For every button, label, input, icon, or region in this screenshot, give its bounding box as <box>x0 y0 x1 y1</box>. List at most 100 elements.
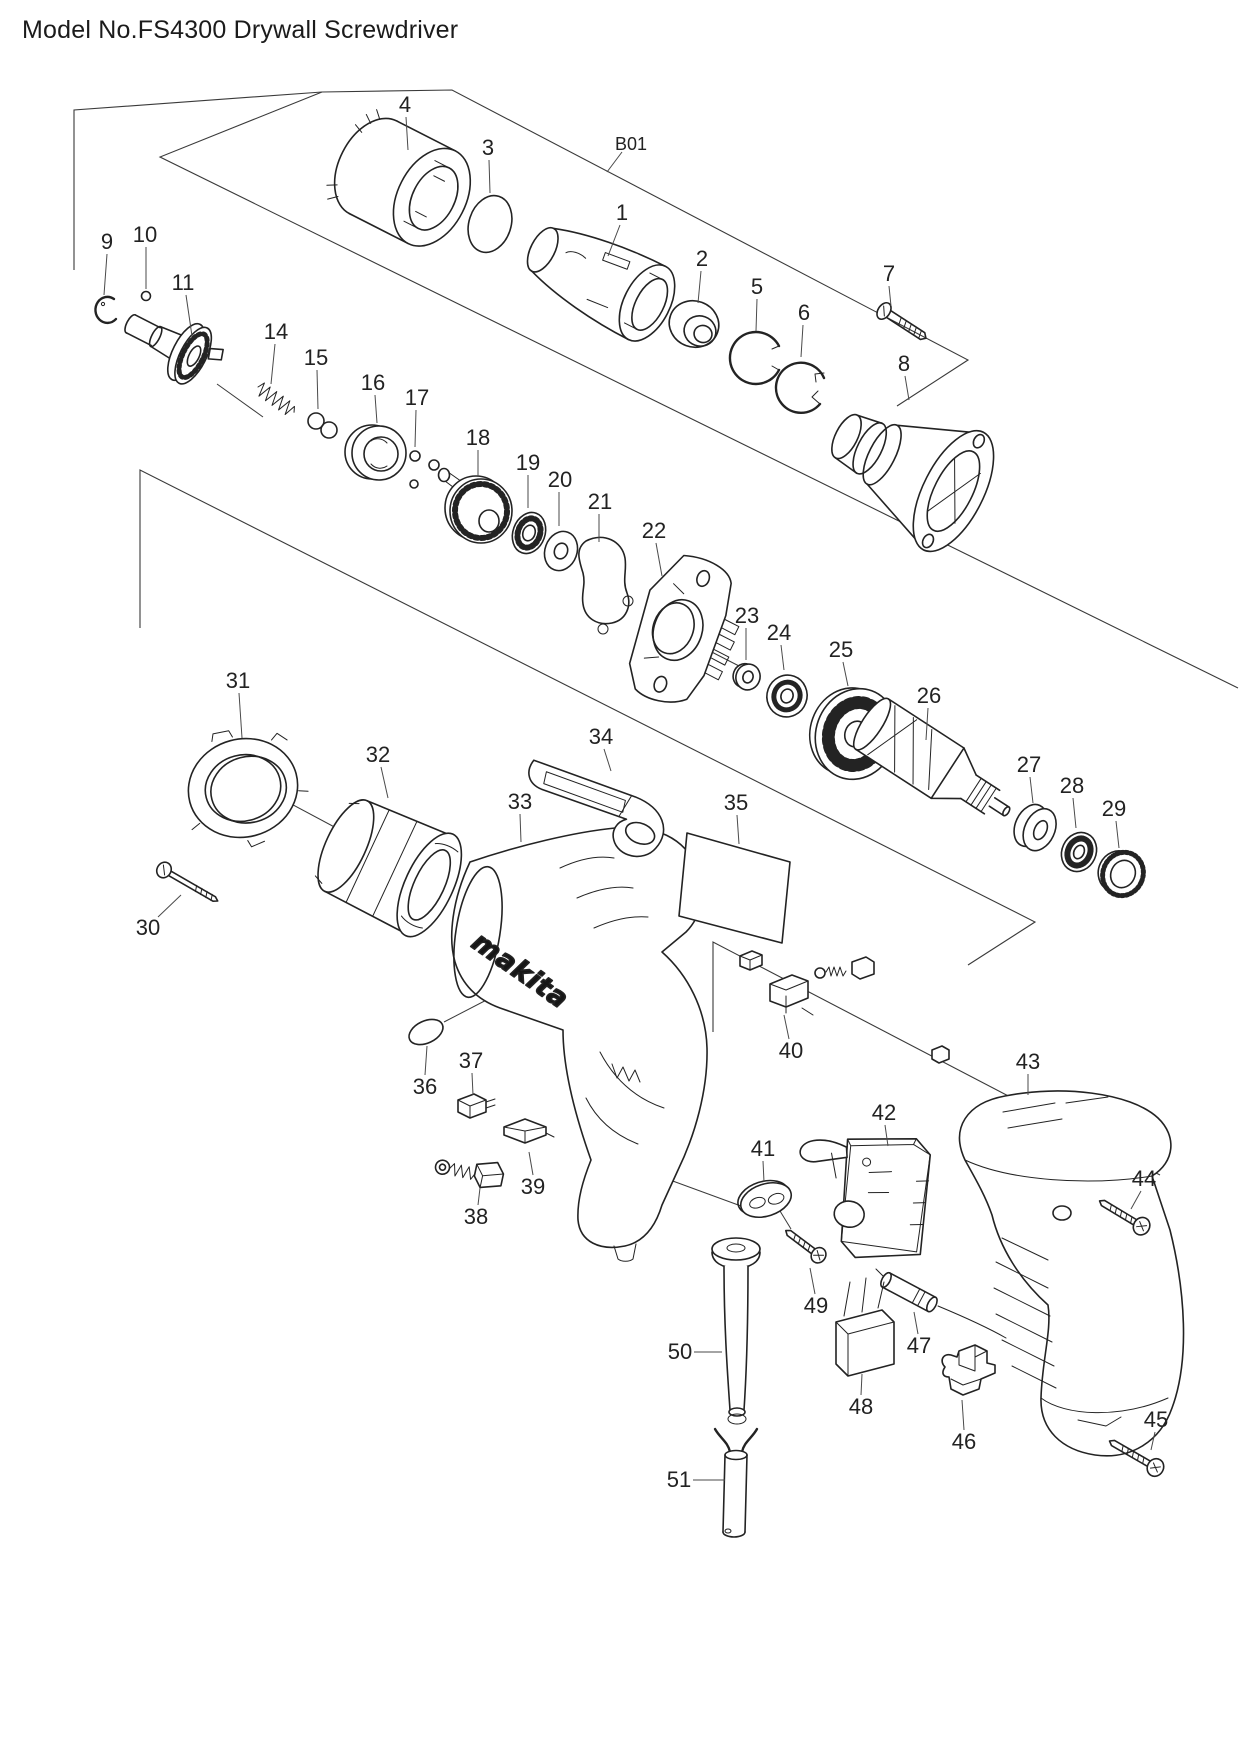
leader-line-35 <box>736 814 740 845</box>
part-label-3: 3 <box>482 135 494 160</box>
part-label-25: 25 <box>829 637 853 662</box>
leader-line-40 <box>783 1014 790 1040</box>
part-29-drawing <box>1097 849 1146 899</box>
leader-line-34 <box>603 748 612 772</box>
part-7-drawing <box>876 301 927 341</box>
part-34-drawing <box>528 759 665 858</box>
part-label-31: 31 <box>226 668 250 693</box>
part-label-21: 21 <box>588 489 612 514</box>
part-40-drawing <box>739 950 950 1064</box>
part-label-35: 35 <box>724 790 748 815</box>
leader-line-16 <box>374 394 378 424</box>
part-8-drawing <box>831 413 995 553</box>
leader-line-49 <box>809 1267 816 1295</box>
part-label-30: 30 <box>136 915 160 940</box>
part-39-drawing <box>503 1118 555 1144</box>
part-37-drawing <box>457 1093 496 1119</box>
part-44-drawing <box>1098 1199 1151 1236</box>
part-48-drawing <box>835 1277 895 1377</box>
part-42-drawing <box>799 1137 932 1259</box>
part-6-drawing <box>774 361 826 414</box>
part-label-24: 24 <box>767 620 791 645</box>
part-label-51: 51 <box>667 1467 691 1492</box>
part-label-36: 36 <box>413 1074 437 1099</box>
part-label-26: 26 <box>917 683 941 708</box>
part-27-drawing <box>1013 803 1057 852</box>
part-label-38: 38 <box>464 1204 488 1229</box>
part-label-28: 28 <box>1060 773 1084 798</box>
part-43-drawing <box>958 1090 1185 1457</box>
leader-line-47 <box>913 1311 919 1335</box>
part-32-drawing <box>314 799 463 938</box>
part-label-9: 9 <box>101 229 113 254</box>
part-label-18: 18 <box>466 425 490 450</box>
part-label-43: 43 <box>1016 1049 1040 1074</box>
part-16-drawing <box>344 424 407 481</box>
part-label-50: 50 <box>668 1339 692 1364</box>
part-label-47: 47 <box>907 1333 931 1358</box>
part-1-drawing <box>526 226 676 342</box>
part-9-drawing <box>94 295 118 325</box>
part-label-40: 40 <box>779 1038 803 1063</box>
part-33-drawing: makita <box>450 826 708 1262</box>
leader-line-46 <box>961 1399 965 1431</box>
part-11-drawing <box>124 313 224 385</box>
leader-line-37 <box>471 1072 474 1096</box>
part-35-drawing <box>678 832 791 944</box>
part-23-drawing <box>732 662 761 691</box>
part-label-10: 10 <box>133 222 157 247</box>
part-49-drawing <box>785 1229 827 1264</box>
part-46-drawing <box>941 1344 996 1396</box>
leader-line-31 <box>238 692 243 739</box>
part-17-drawing <box>409 450 440 489</box>
part-label-19: 19 <box>516 450 540 475</box>
part-label-5: 5 <box>751 274 763 299</box>
part-14-drawing <box>257 382 295 416</box>
leader-line-41 <box>762 1160 765 1183</box>
part-50-drawing <box>711 1237 761 1425</box>
leader-line-39 <box>528 1151 534 1176</box>
part-label-17: 17 <box>405 385 429 410</box>
part-30-drawing <box>155 861 219 902</box>
part-21-drawing <box>578 536 634 635</box>
part-24-drawing <box>766 674 808 718</box>
part-label-11: 11 <box>172 270 195 295</box>
leader-line-9 <box>103 253 108 296</box>
page-title: Model No.FS4300 Drywall Screwdriver <box>22 16 459 44</box>
part-label-42: 42 <box>872 1100 896 1125</box>
part-label-34: 34 <box>589 724 613 749</box>
part-19-drawing <box>511 511 547 555</box>
leader-line-30 <box>157 894 182 918</box>
part-label-32: 32 <box>366 742 390 767</box>
leader-line-26 <box>925 707 929 741</box>
part-label-37: 37 <box>459 1048 483 1073</box>
part-2-drawing <box>668 299 720 349</box>
part-28-drawing <box>1060 831 1098 873</box>
leader-line-17 <box>414 409 417 448</box>
part-22-drawing <box>628 554 740 703</box>
leader-line-3 <box>488 159 491 194</box>
part-label-7: 7 <box>883 261 895 286</box>
part-10-drawing <box>140 290 152 302</box>
leader-line-27 <box>1029 776 1034 804</box>
part-label-41: 41 <box>751 1136 775 1161</box>
leader-line-22 <box>655 542 663 577</box>
part-label-4: 4 <box>399 92 411 117</box>
leader-line-15 <box>316 369 319 410</box>
part-label-39: 39 <box>521 1174 545 1199</box>
leader-line-25 <box>842 661 849 687</box>
leader-line-B01 <box>606 151 623 173</box>
part-label-44: 44 <box>1132 1166 1156 1191</box>
part-label-B01: B01 <box>615 134 647 154</box>
leader-line-29 <box>1115 820 1120 849</box>
leader-line-45 <box>1150 1431 1156 1451</box>
part-45-drawing <box>1108 1439 1165 1478</box>
part-label-6: 6 <box>798 300 810 325</box>
leader-line-14 <box>270 343 276 385</box>
part-label-1: 1 <box>616 200 628 225</box>
part-18-drawing <box>437 467 513 544</box>
parts-artwork: makita <box>94 109 1185 1538</box>
leader-line-44 <box>1130 1190 1142 1210</box>
